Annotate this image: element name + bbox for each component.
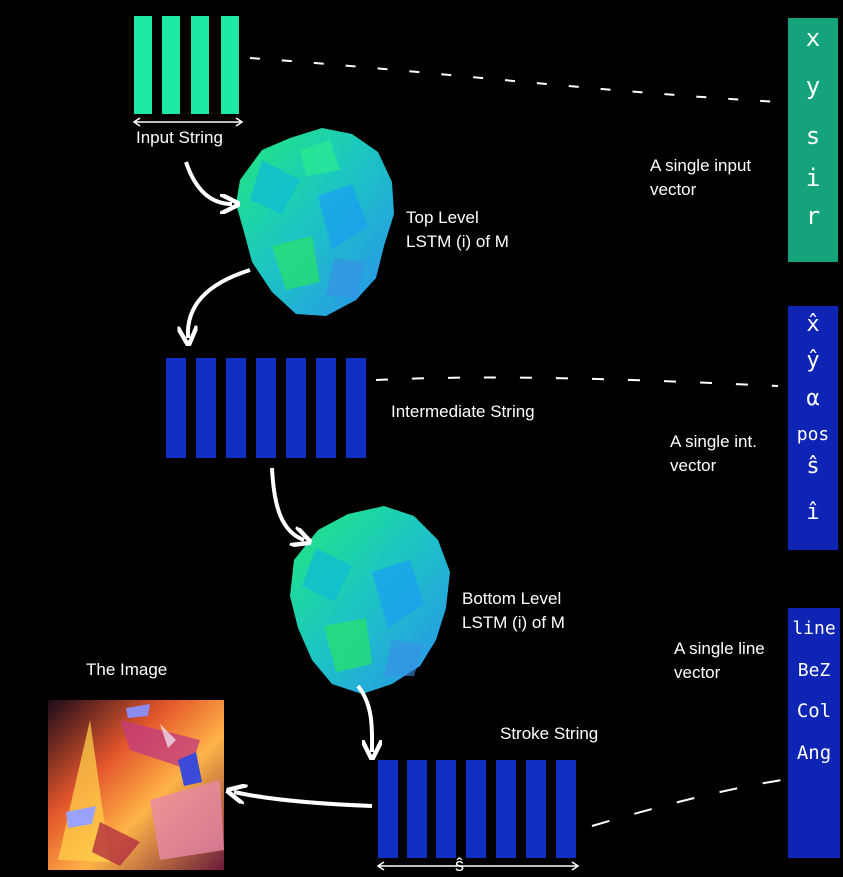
the-image-label: The Image: [86, 660, 168, 679]
input-vector-item: s: [805, 122, 821, 150]
intermediate-leader-line: [375, 376, 779, 387]
intermediate-to-bottom-lstm-arrow: [270, 467, 304, 540]
input-string-bars: [134, 16, 239, 114]
input-vector-item: i: [805, 164, 821, 192]
line-vector-item: BeZ: [797, 660, 831, 681]
input-string-label: Input String: [136, 128, 223, 147]
line-vector-note-line1: A single line: [674, 639, 765, 658]
output-image: [48, 700, 224, 870]
bottom-level-label: Bottom Level: [462, 589, 562, 608]
intermediate-string-bars: [166, 358, 366, 458]
stroke-string-label: Stroke String: [500, 724, 599, 743]
stroke-string-bars: [378, 760, 576, 858]
top-lstm-blob: [236, 128, 394, 316]
bottom-lstm-to-stroke-arrow: [356, 684, 372, 752]
stroke-to-image-arrow: [234, 792, 373, 808]
input-leader-line: [249, 57, 781, 103]
intermediate-vector-item: î: [806, 500, 820, 525]
input-vector-panel: x y s i r: [788, 18, 838, 262]
intermediate-vector-item: ŝ: [806, 454, 820, 479]
int-vector-note-line1: A single int.: [670, 432, 757, 451]
top-lstm-label: LSTM (i) of M: [406, 232, 509, 251]
line-vector-item: line: [792, 618, 836, 639]
input-width-bracket: [132, 117, 244, 127]
bottom-lstm-blob: [290, 506, 450, 694]
intermediate-vector-panel: x̂ ŷ α pos ŝ î: [788, 306, 838, 550]
line-leader-line: [591, 779, 783, 827]
line-vector-note-line2: vector: [674, 663, 721, 682]
intermediate-vector-item: α: [806, 386, 820, 411]
intermediate-vector-item: x̂: [806, 312, 820, 337]
top-lstm-to-intermediate-arrow: [188, 268, 251, 338]
line-vector-panel: line BeZ Col Ang: [788, 608, 840, 858]
input-vector-item: y: [805, 72, 821, 100]
intermediate-vector-item: ŷ: [806, 348, 820, 373]
intermediate-string-label: Intermediate String: [391, 402, 535, 421]
input-vector-item: r: [805, 202, 821, 230]
input-vector-item: x: [805, 24, 821, 52]
bottom-lstm-label: LSTM (i) of M: [462, 613, 565, 632]
input-to-top-lstm-arrow: [184, 161, 232, 204]
stroke-width-bracket: [376, 861, 580, 871]
line-vector-item: Col: [796, 700, 832, 722]
line-vector-item: Ang: [796, 742, 832, 764]
intermediate-vector-item: pos: [796, 424, 830, 445]
stroke-width-symbol: ŝ: [455, 855, 464, 875]
top-level-label: Top Level: [406, 208, 479, 227]
int-vector-note-line2: vector: [670, 456, 717, 475]
input-vector-note-line2: vector: [650, 180, 697, 199]
input-vector-note-line1: A single input: [650, 156, 752, 175]
